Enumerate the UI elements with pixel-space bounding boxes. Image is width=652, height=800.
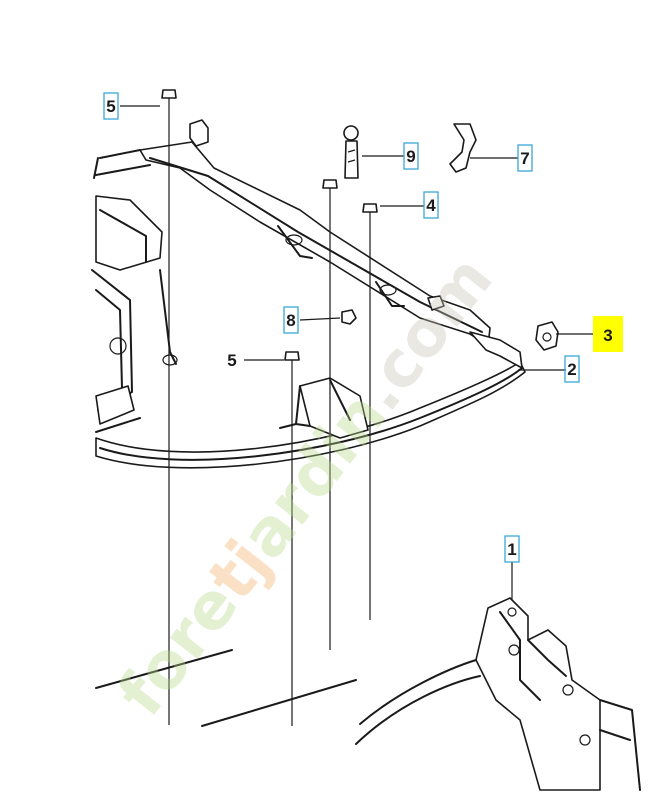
callout-3-highlight	[593, 316, 623, 352]
callout-7-label: 7	[520, 149, 529, 168]
callout-5-middle[interactable]: 5	[227, 351, 236, 370]
callout-8-box	[283, 306, 299, 334]
leader-lines	[120, 105, 598, 371]
callout-2-box	[564, 355, 580, 383]
callout-8[interactable]: 8	[283, 306, 299, 334]
callout-2-label: 2	[567, 360, 576, 379]
callout-9-label: 9	[406, 147, 415, 166]
callout-5-top-box	[103, 92, 119, 120]
callout-3-label: 3	[603, 326, 612, 345]
callout-4[interactable]: 4	[423, 191, 439, 219]
callout-1-box	[504, 535, 520, 563]
callout-5-top-label: 5	[106, 97, 115, 116]
callout-1-label: 1	[507, 540, 516, 559]
callout-4-label: 4	[426, 196, 436, 215]
callout-9[interactable]: 9	[403, 142, 419, 170]
callout-2[interactable]: 2	[564, 355, 580, 383]
callout-4-box	[423, 191, 439, 219]
callout-7-box	[517, 144, 533, 172]
callout-3[interactable]: 3	[593, 316, 623, 352]
callout-7[interactable]: 7	[517, 144, 533, 172]
callout-9-box	[403, 142, 419, 170]
callout-1[interactable]: 1	[504, 535, 520, 563]
fasteners	[161, 89, 559, 726]
callout-5-top[interactable]: 5	[103, 92, 119, 120]
callout-8-label: 8	[286, 311, 295, 330]
frame-drawing	[91, 141, 641, 791]
callout-5-middle-label: 5	[227, 351, 236, 370]
